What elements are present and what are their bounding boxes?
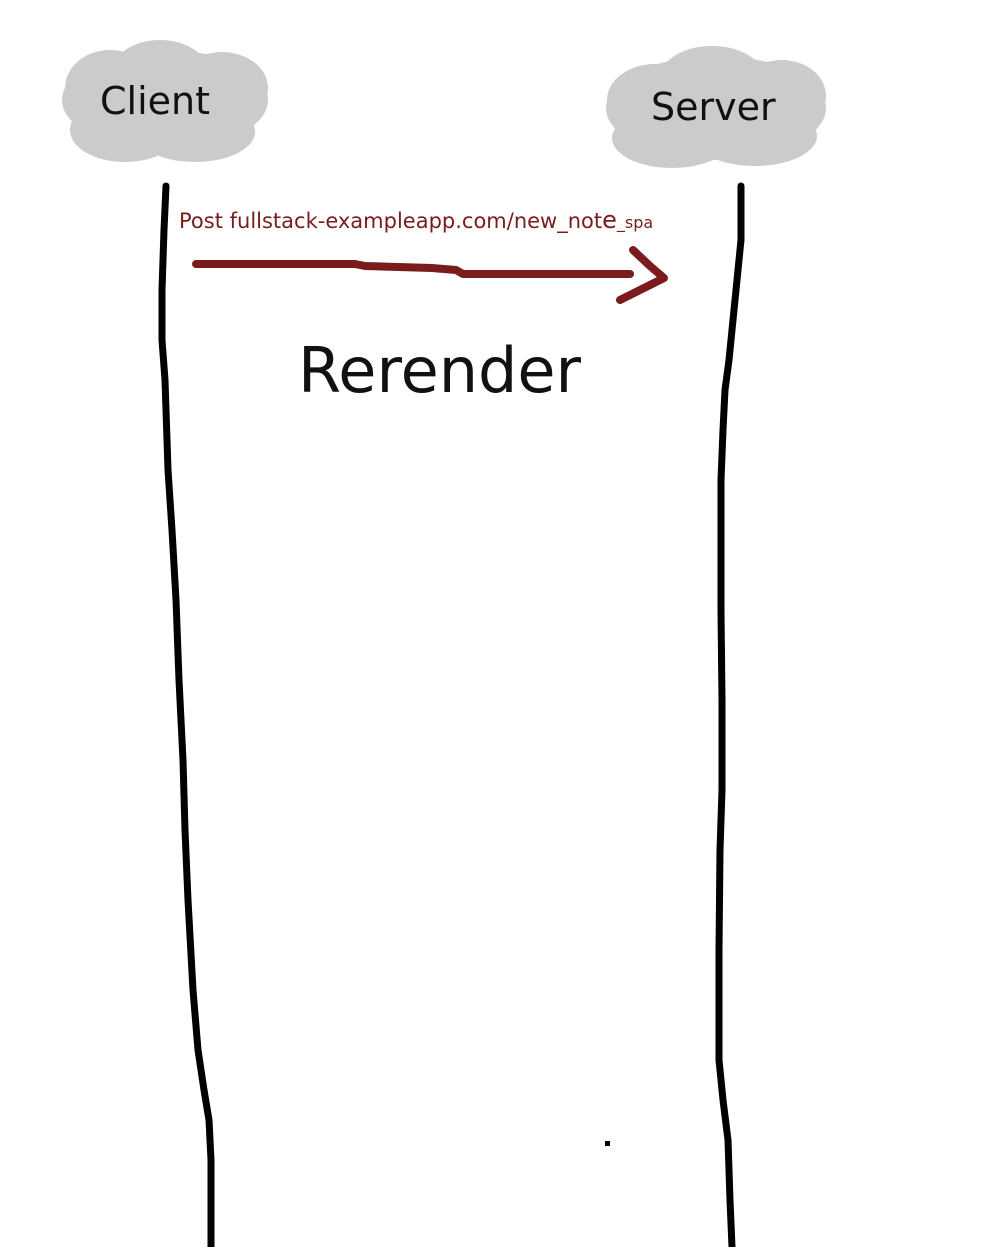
- message-label-prefix: Post fullstack-exampleapp.com/new_not: [179, 209, 603, 233]
- message-label-suffix: _spa: [616, 213, 654, 232]
- stray-mark: [605, 1141, 610, 1146]
- message-label: Post fullstack-exampleapp.com/new_note_s…: [179, 208, 653, 232]
- client-cloud: [62, 40, 268, 162]
- server-cloud: [606, 46, 826, 168]
- client-lifeline: [158, 182, 215, 1247]
- server-lifeline: [715, 182, 745, 1247]
- client-label: Client: [100, 79, 211, 123]
- message-arrow-head: [616, 246, 668, 304]
- message-label-e: e: [602, 206, 617, 234]
- message-arrow-line: [192, 260, 634, 278]
- rerender-note: Rerender: [298, 334, 581, 407]
- server-label: Server: [651, 85, 776, 129]
